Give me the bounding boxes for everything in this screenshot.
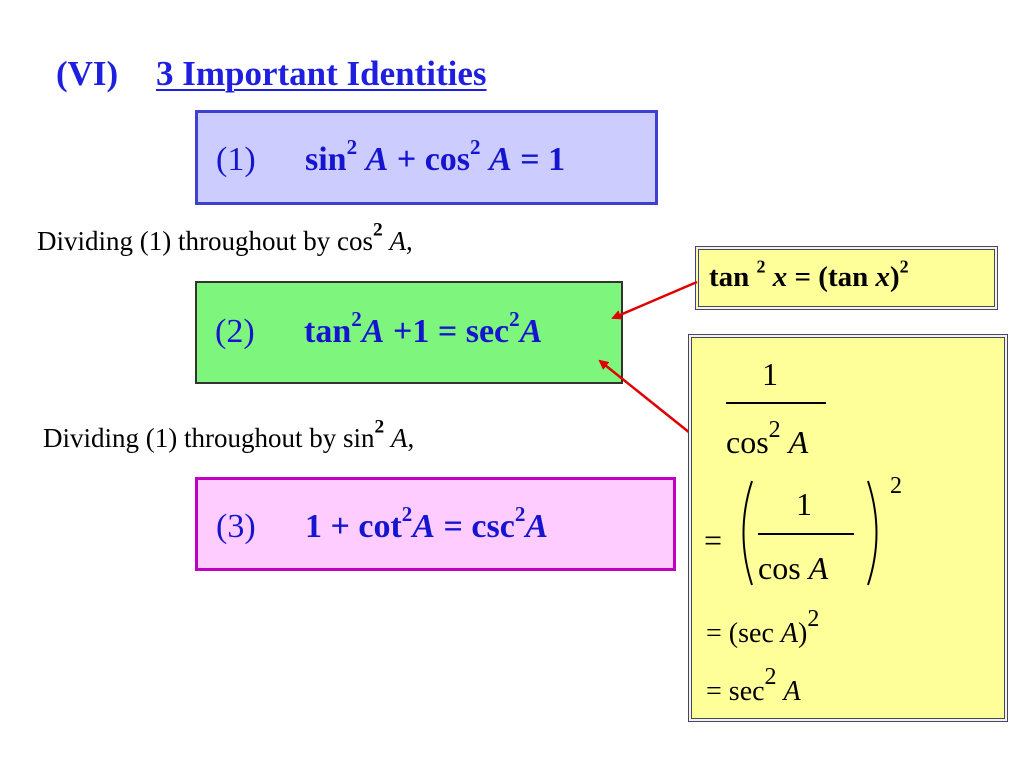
left-paren: [742, 480, 753, 586]
identity-label: (3): [216, 508, 256, 545]
derivation-box: 1 cos2 A = 1 cos A 2 = (sec A)2 = sec2 A: [688, 334, 1008, 722]
identity-box-3: (3) 1 + cot2A = csc2A: [195, 477, 676, 571]
identity-equation: tan2A +1 = sec2A: [304, 307, 543, 350]
sec-squared-paren: = (sec A)2: [706, 606, 820, 649]
outer-exponent: 2: [890, 473, 902, 499]
identity-equation: sin2 A + cos2 A = 1: [305, 135, 566, 178]
caption-divide-sin: Dividing (1) throughout by sin2 A,: [43, 416, 415, 453]
arrow-tan-note: [611, 280, 698, 320]
arrow-derivation: [598, 359, 691, 434]
identity-label: (2): [215, 313, 255, 350]
caption-divide-cos: Dividing (1) throughout by cos2 A,: [37, 219, 413, 256]
right-paren: [867, 480, 878, 586]
identity-box-2: (2) tan2A +1 = sec2A: [195, 281, 623, 384]
sec-squared-final: = sec2 A: [706, 664, 801, 707]
identity-box-1: (1) sin2 A + cos2 A = 1: [195, 110, 658, 205]
identity-label: (1): [216, 141, 256, 178]
equals-sign: =: [704, 522, 723, 558]
fraction-denominator: cos2 A: [726, 417, 809, 460]
section-number: (VI): [56, 54, 119, 93]
tan-square-note: tan 2 x = (tan x)2: [695, 246, 998, 310]
section-title: 3 Important Identities: [156, 54, 487, 93]
fraction-bar: [726, 402, 826, 404]
inner-fraction-bar: [758, 533, 854, 535]
inner-denominator: cos A: [758, 550, 829, 586]
inner-numerator: 1: [796, 486, 812, 522]
fraction-numerator: 1: [762, 356, 778, 392]
tan-square-equation: tan 2 x = (tan x)2: [709, 256, 909, 293]
identity-equation: 1 + cot2A = csc2A: [305, 502, 549, 545]
